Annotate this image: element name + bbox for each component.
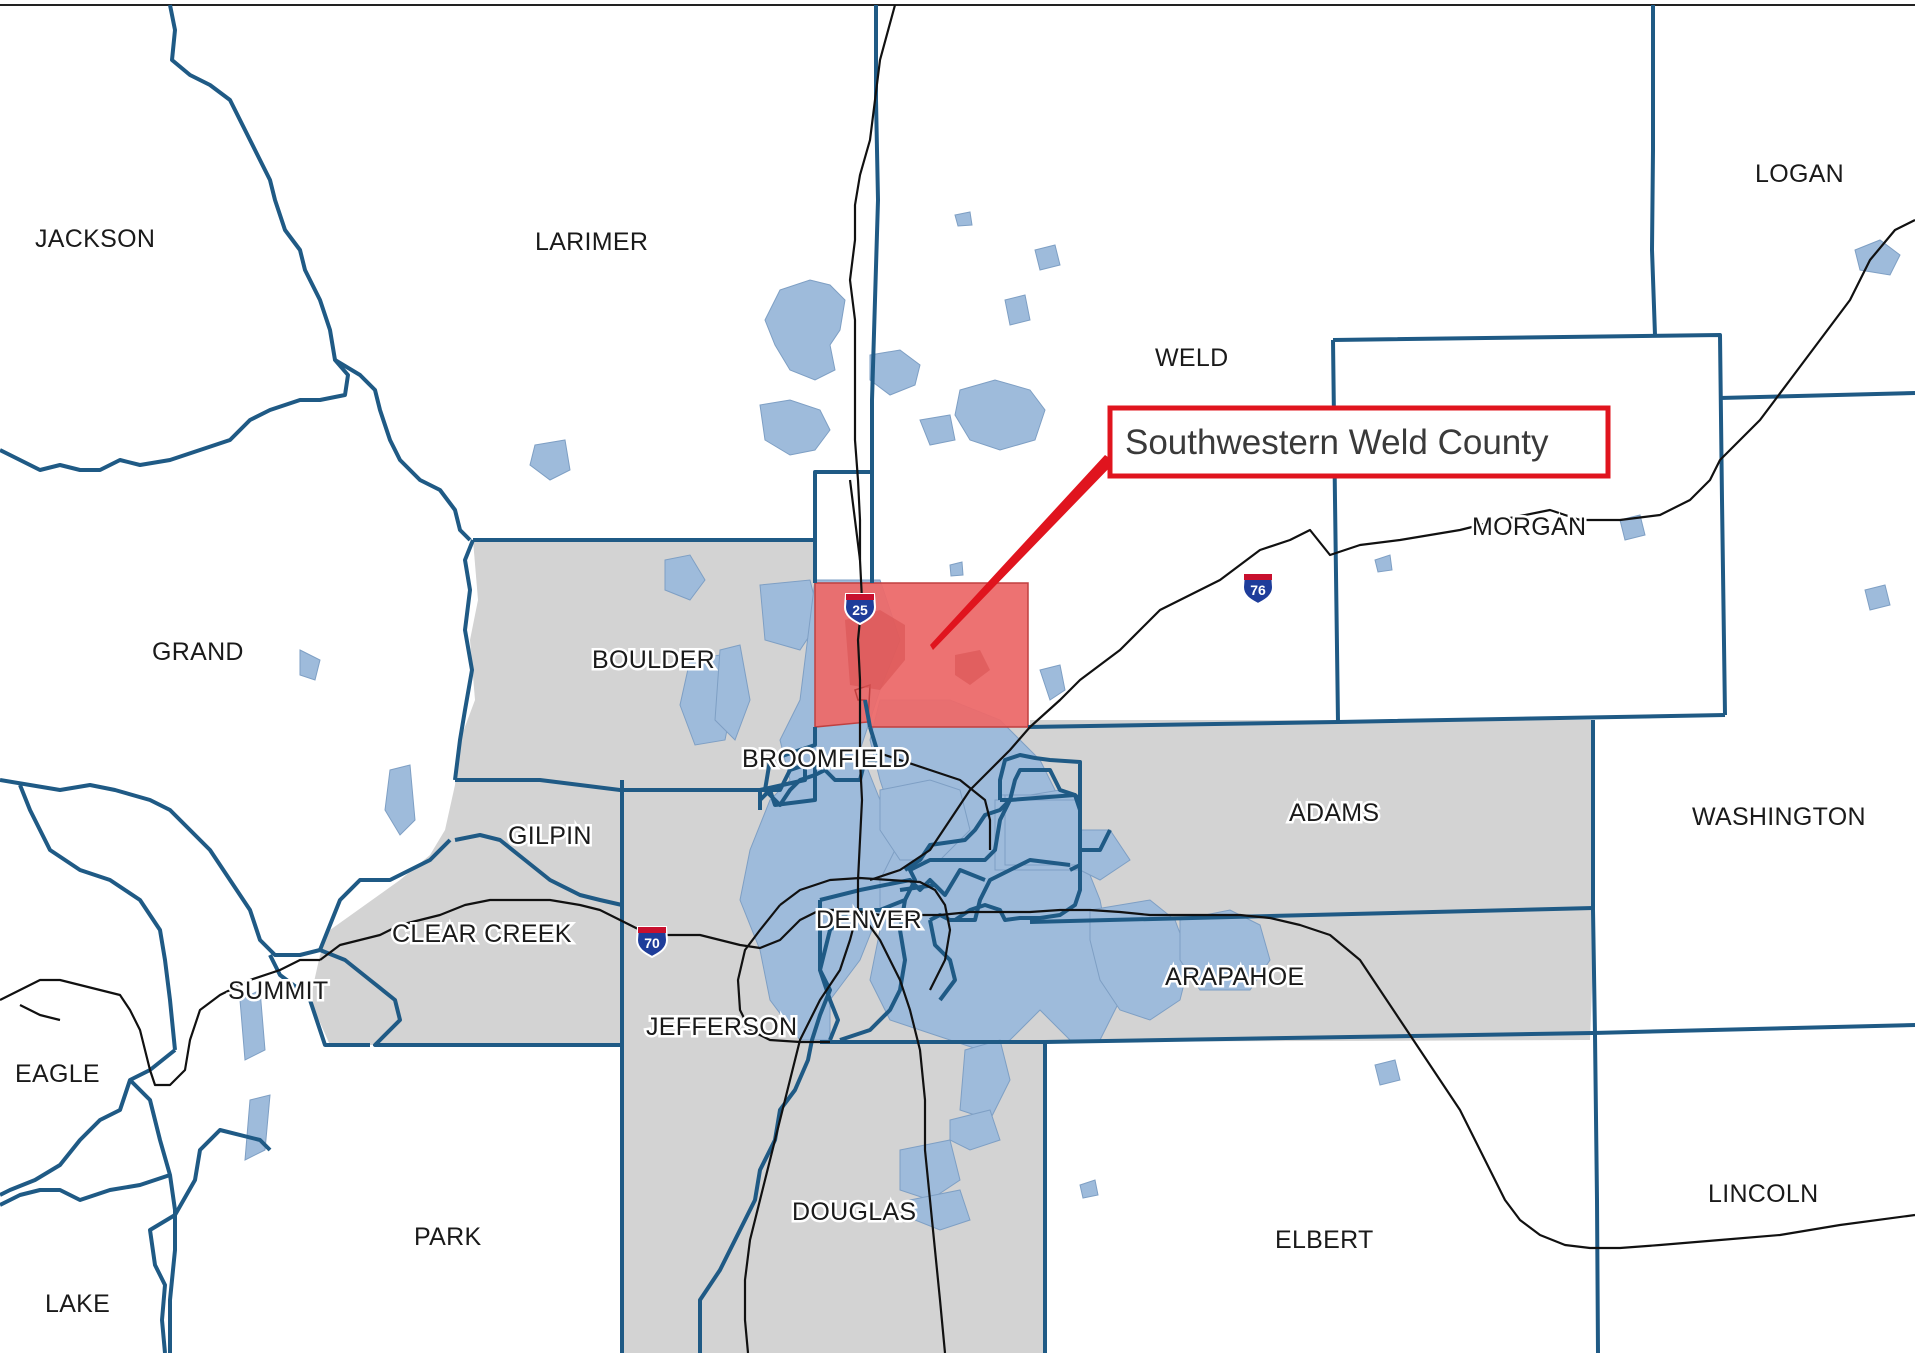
county-label-morgan: MORGAN (1472, 513, 1586, 541)
county-label-adams: ADAMS (1289, 799, 1379, 827)
i70-shield-label: 70 (644, 935, 660, 951)
county-label-broomfield: BROOMFIELD (742, 745, 910, 773)
county-label-eagle: EAGLE (15, 1060, 100, 1088)
county-label-gilpin: GILPIN (508, 822, 592, 850)
county-label-denver: DENVER (816, 906, 922, 934)
county-label-douglas: DOUGLAS (792, 1198, 916, 1226)
roads (0, 4, 1915, 1353)
county-label-washington: WASHINGTON (1692, 803, 1866, 831)
callout-box (1107, 405, 1611, 479)
county-borders (0, 4, 1915, 1353)
county-label-larimer: LARIMER (535, 228, 648, 256)
i25-shield-label: 25 (852, 602, 868, 618)
county-label-lake: LAKE (45, 1290, 110, 1318)
county-label-logan: LOGAN (1755, 160, 1844, 188)
county-label-elbert: ELBERT (1275, 1226, 1374, 1254)
county-label-park: PARK (414, 1223, 481, 1251)
callout-label: Southwestern Weld County (1125, 423, 1549, 462)
county-label-weld: WELD (1155, 344, 1228, 372)
county-label-jefferson: JEFFERSON (646, 1013, 797, 1041)
county-label-clear-creek: CLEAR CREEK (392, 920, 572, 948)
callout: Southwestern Weld County (930, 405, 1611, 650)
i70-shield: 70 (635, 926, 669, 959)
county-label-grand: GRAND (152, 638, 244, 666)
i76-shield-label: 76 (1250, 582, 1266, 598)
county-label-arapahoe: ARAPAHOE (1165, 963, 1304, 991)
i25-shield: 25 (843, 593, 877, 626)
county-label-jackson: JACKSON (35, 225, 155, 253)
i76-shield: 76 (1241, 573, 1275, 606)
county-label-lincoln: LINCOLN (1708, 1180, 1818, 1208)
county-labels: JACKSON LARIMER LOGAN WELD MORGAN GRAND … (13, 158, 1869, 1321)
county-label-summit: SUMMIT (228, 977, 328, 1005)
county-label-boulder: BOULDER (592, 646, 715, 674)
